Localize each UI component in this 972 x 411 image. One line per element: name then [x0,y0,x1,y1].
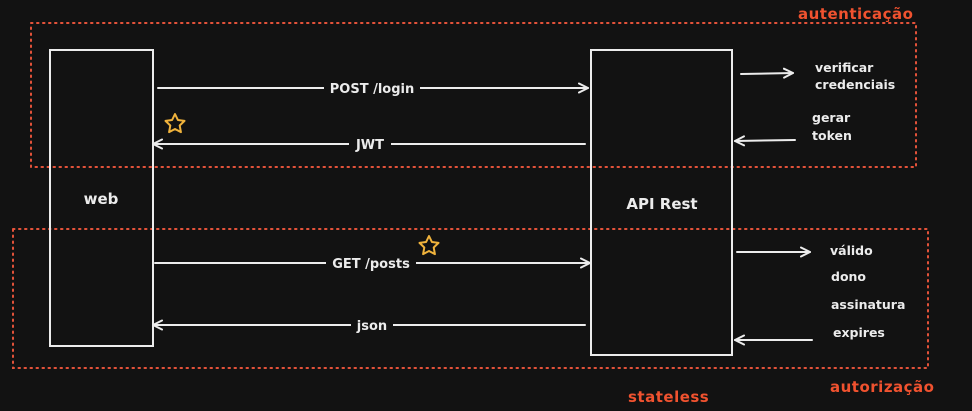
check-owner: dono [831,269,866,284]
verify-note-line2: credenciais [815,77,895,92]
json-label: json [356,319,387,334]
check-signature: assinatura [831,297,905,312]
api-label: API Rest [626,195,697,213]
star-icon [164,113,186,134]
login-label: POST /login [330,82,415,97]
token-arrow [734,135,796,147]
token-note-line1: gerar [812,110,851,125]
auth-region [30,22,917,168]
verify-arrow [740,67,794,79]
api-box [590,49,733,356]
check-expires: expires [833,325,885,340]
posts-label: GET /posts [332,257,410,272]
authz-region-label: autorização [830,378,935,396]
web-label: web [84,190,119,208]
check-valid: válido [830,243,873,258]
verify-note-line1: verificar [815,60,874,75]
web-box [49,49,154,347]
auth-region-label: autenticação [798,5,913,23]
star-icon [418,235,440,256]
authz-region [12,228,929,369]
stateless-label: stateless [628,388,709,406]
jwt-label: JWT [355,138,384,153]
token-note-line2: token [812,128,852,143]
